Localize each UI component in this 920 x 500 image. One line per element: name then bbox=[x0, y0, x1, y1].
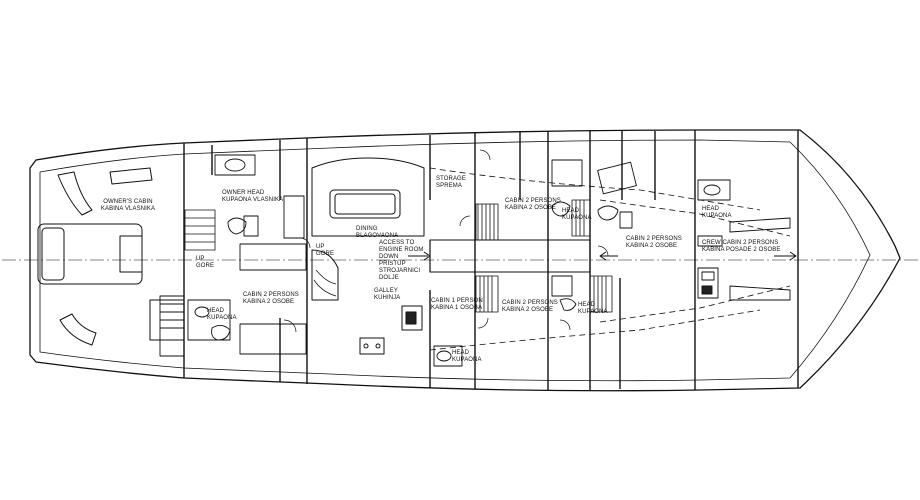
bulkheads bbox=[183, 130, 799, 390]
stairs-aft bbox=[184, 209, 216, 251]
cabin-bunks-hatched bbox=[475, 199, 613, 313]
crew-cabin-fixtures bbox=[697, 179, 791, 301]
storage-dashes bbox=[429, 167, 791, 351]
access-arrows bbox=[408, 251, 797, 261]
owners-bed bbox=[37, 167, 185, 346]
cabin-left-bunks bbox=[159, 195, 307, 357]
head-left-fixtures bbox=[187, 299, 231, 341]
owner-head-fixtures bbox=[214, 154, 259, 237]
hull-inner-line bbox=[39, 139, 871, 382]
heads-middle-fixtures bbox=[433, 159, 637, 367]
dining-area bbox=[311, 157, 425, 355]
door-swings bbox=[283, 149, 609, 333]
hull-outline bbox=[29, 129, 901, 392]
corridor bbox=[429, 239, 591, 273]
